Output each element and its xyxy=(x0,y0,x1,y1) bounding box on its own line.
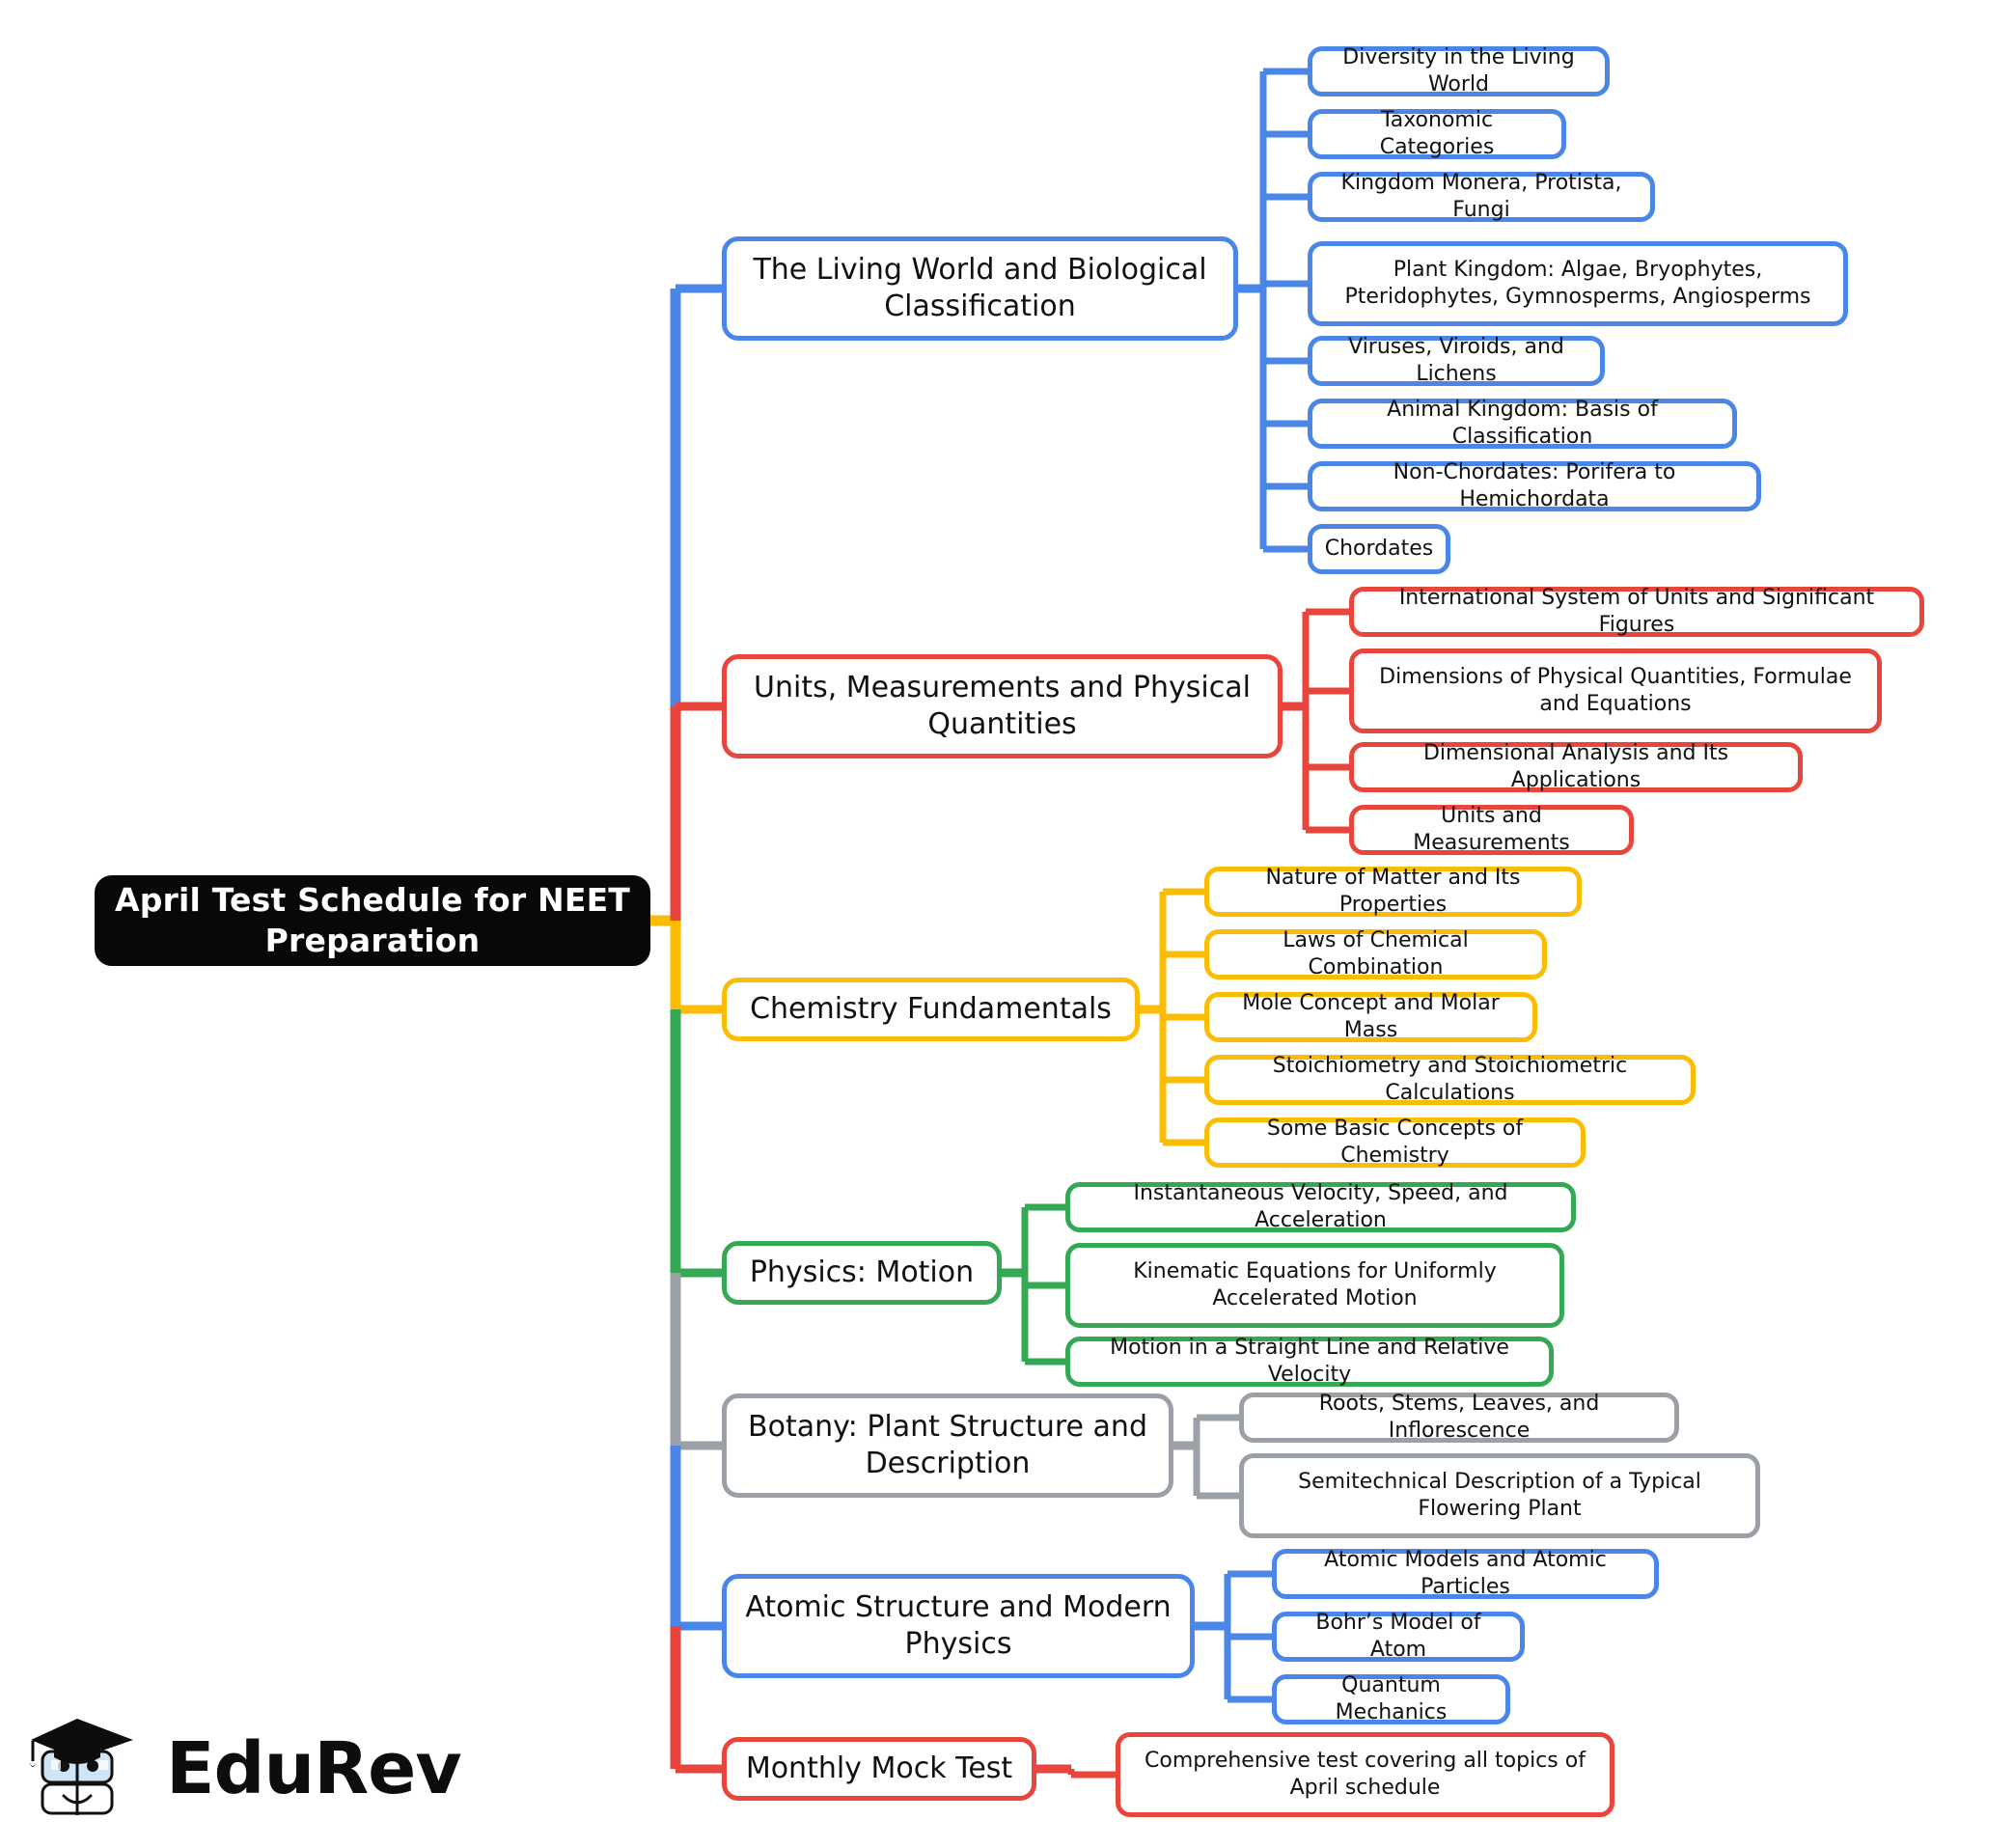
branch-node-living-world[interactable]: The Living World and Biological Classifi… xyxy=(722,236,1238,341)
leaf-node[interactable]: Laws of Chemical Combination xyxy=(1204,928,1547,979)
branch-node-monthly-mock-test[interactable]: Monthly Mock Test xyxy=(722,1737,1036,1801)
leaf-node[interactable]: Units and Measurements xyxy=(1349,804,1634,855)
leaf-node[interactable]: Some Basic Concepts of Chemistry xyxy=(1204,1117,1586,1168)
leaf-node[interactable]: Viruses, Viroids, and Lichens xyxy=(1308,335,1605,386)
leaf-node[interactable]: Comprehensive test covering all topics o… xyxy=(1116,1732,1614,1817)
leaf-node[interactable]: Semitechnical Description of a Typical F… xyxy=(1239,1453,1760,1538)
leaf-node[interactable]: Atomic Models and Atomic Particles xyxy=(1272,1548,1659,1599)
leaf-node[interactable]: Roots, Stems, Leaves, and Inflorescence xyxy=(1239,1392,1679,1443)
leaf-node[interactable]: International System of Units and Signif… xyxy=(1349,586,1924,637)
leaf-node[interactable]: Bohr’s Model of Atom xyxy=(1272,1611,1525,1662)
branch-node-physics-motion[interactable]: Physics: Motion xyxy=(722,1241,1002,1305)
leaf-node[interactable]: Chordates xyxy=(1308,524,1450,574)
branch-node-units-measurements[interactable]: Units, Measurements and Physical Quantit… xyxy=(722,654,1283,759)
leaf-node[interactable]: Dimensional Analysis and Its Application… xyxy=(1349,741,1803,792)
leaf-node[interactable]: Mole Concept and Molar Mass xyxy=(1204,991,1537,1042)
leaf-node[interactable]: Nature of Matter and Its Properties xyxy=(1204,866,1582,917)
leaf-node[interactable]: Dimensions of Physical Quantities, Formu… xyxy=(1349,648,1882,733)
edurev-wordmark: EduRev xyxy=(166,1727,462,1810)
leaf-node[interactable]: Motion in a Straight Line and Relative V… xyxy=(1065,1336,1554,1387)
leaf-node[interactable]: Animal Kingdom: Basis of Classification xyxy=(1308,398,1737,449)
leaf-node[interactable]: Kinematic Equations for Uniformly Accele… xyxy=(1065,1243,1564,1328)
leaf-node[interactable]: Instantaneous Velocity, Speed, and Accel… xyxy=(1065,1181,1576,1232)
leaf-node[interactable]: Taxonomic Categories xyxy=(1308,108,1566,159)
root-node[interactable]: April Test Schedule for NEET Preparation xyxy=(95,875,650,966)
edurev-logo: EduRev xyxy=(21,1706,462,1832)
leaf-node[interactable]: Non-Chordates: Porifera to Hemichordata xyxy=(1308,460,1761,511)
branch-node-atomic-structure[interactable]: Atomic Structure and Modern Physics xyxy=(722,1574,1195,1678)
leaf-node[interactable]: Plant Kingdom: Algae, Bryophytes, Pterid… xyxy=(1308,241,1848,326)
leaf-node[interactable]: Quantum Mechanics xyxy=(1272,1673,1510,1724)
leaf-node[interactable]: Diversity in the Living World xyxy=(1308,45,1610,97)
branch-node-chemistry-fundamentals[interactable]: Chemistry Fundamentals xyxy=(722,978,1140,1041)
branch-node-botany-plant-structure[interactable]: Botany: Plant Structure and Description xyxy=(722,1393,1173,1498)
edurev-logo-mark xyxy=(29,1719,133,1815)
leaf-node[interactable]: Kingdom Monera, Protista, Fungi xyxy=(1308,171,1655,222)
leaf-node[interactable]: Stoichiometry and Stoichiometric Calcula… xyxy=(1204,1054,1696,1105)
